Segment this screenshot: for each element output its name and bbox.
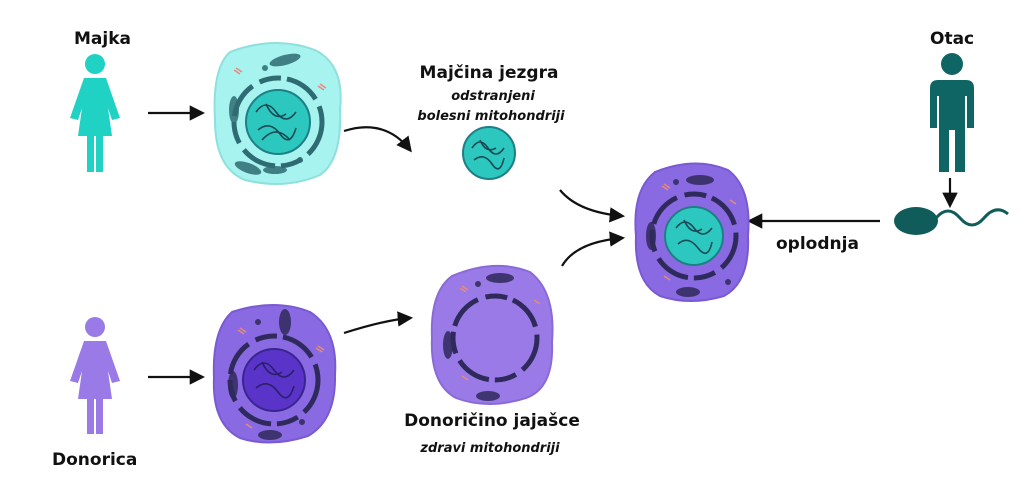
label-donor-egg: Donoričino jajašce [404,411,580,431]
father-figure-icon [930,53,974,172]
mother-nucleus-isolated [462,126,516,180]
label-father: Otac [930,29,975,49]
arrows [148,105,958,385]
label-mother-nucleus: Majčina jezgra [419,63,559,83]
sperm-icon [894,207,1009,235]
label-healthy-mitochondria: zdravi mitohondriji [420,441,560,456]
mother-figure-icon [70,54,120,172]
mother-egg-cell [213,42,342,185]
label-mother: Majka [74,29,131,49]
donor-figure-icon [70,317,120,434]
label-removed-line2: bolesni mitohondriji [417,109,565,124]
label-donor: Donorica [52,450,138,470]
donor-cell [212,304,337,444]
arrow-cell-to-nucleus [343,126,412,153]
label-fertilization: oplodnja [776,234,859,254]
label-removed-line1: odstranjeni [451,89,535,104]
reconstituted-zygote [634,162,750,302]
arrow-nucleus-to-zygote [559,189,626,223]
arrow-donor-cell-to-egg [343,311,414,335]
donor-egg-enucleated [430,264,554,405]
arrow-egg-to-zygote [561,231,626,267]
